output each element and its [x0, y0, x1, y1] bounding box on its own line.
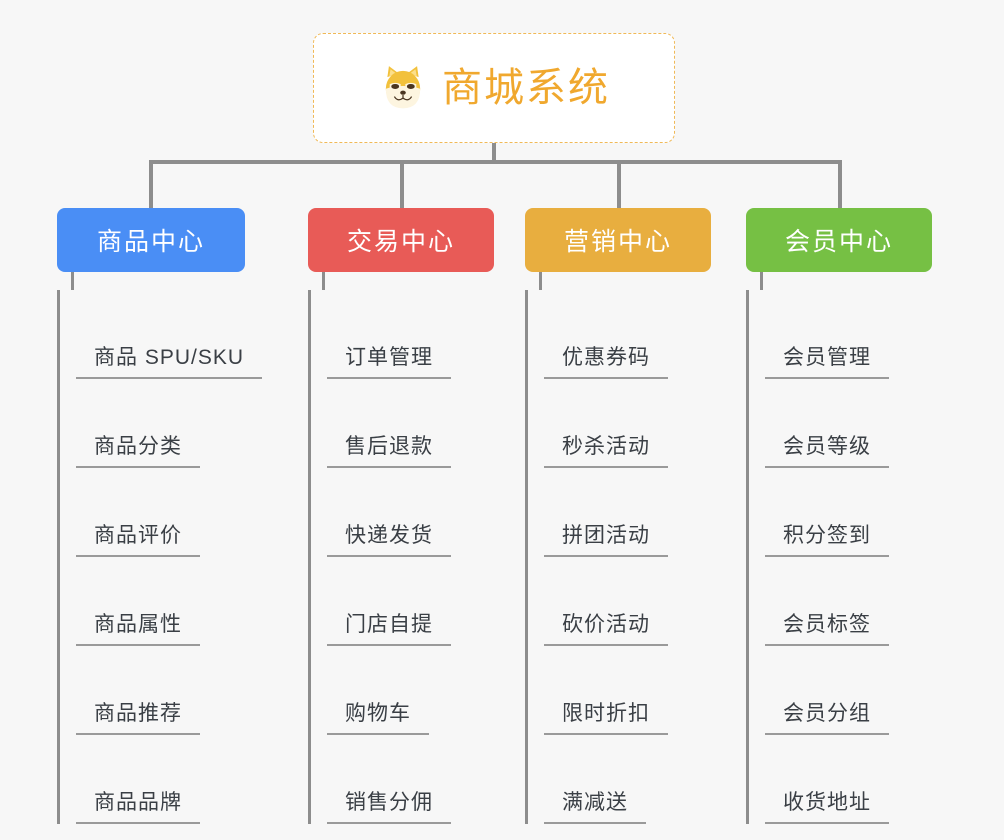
leaf-label: 购物车 [327, 703, 429, 735]
branch-column-2: 交易中心 订单管理 售后退款 快递发货 门店自提 购物车 销售分佣 [308, 208, 494, 824]
list-item[interactable]: 积分签到 [765, 468, 932, 557]
list-item[interactable]: 销售分佣 [327, 735, 494, 824]
leaf-label: 会员管理 [765, 347, 889, 379]
list-item[interactable]: 限时折扣 [544, 646, 711, 735]
category-box-2[interactable]: 交易中心 [308, 208, 494, 272]
branch-column-4: 会员中心 会员管理 会员等级 积分签到 会员标签 会员分组 收货地址 [746, 208, 932, 824]
leaf-label: 会员等级 [765, 436, 889, 468]
list-item[interactable]: 拼团活动 [544, 468, 711, 557]
connector-category-stem-3 [539, 272, 542, 290]
category-label-4: 会员中心 [784, 228, 893, 256]
connector-drop-4 [838, 160, 842, 209]
list-item[interactable]: 商品品牌 [76, 735, 245, 824]
list-item[interactable]: 商品评价 [76, 468, 245, 557]
leaf-label: 砍价活动 [544, 614, 668, 646]
category-box-3[interactable]: 营销中心 [525, 208, 711, 272]
list-item[interactable]: 门店自提 [327, 557, 494, 646]
category-label-1: 商品中心 [96, 228, 205, 256]
list-item[interactable]: 会员等级 [765, 379, 932, 468]
list-item[interactable]: 快递发货 [327, 468, 494, 557]
leaf-label: 商品属性 [76, 614, 200, 646]
list-item[interactable]: 购物车 [327, 646, 494, 735]
connector-category-stem-1 [71, 272, 74, 290]
list-item[interactable]: 商品 SPU/SKU [76, 290, 263, 379]
leaf-label: 订单管理 [327, 347, 451, 379]
branch-column-3: 营销中心 优惠券码 秒杀活动 拼团活动 砍价活动 限时折扣 满减送 [525, 208, 711, 824]
branch-column-1: 商品中心 商品 SPU/SKU 商品分类 商品评价 商品属性 商品推荐 商品品牌 [57, 208, 263, 824]
connector-drop-3 [617, 160, 621, 209]
leaf-label: 会员标签 [765, 614, 889, 646]
leaf-list-1: 商品 SPU/SKU 商品分类 商品评价 商品属性 商品推荐 商品品牌 [57, 290, 263, 824]
category-label-3: 营销中心 [563, 228, 672, 256]
connector-category-stem-4 [760, 272, 763, 290]
list-item[interactable]: 会员管理 [765, 290, 932, 379]
list-item[interactable]: 会员分组 [765, 646, 932, 735]
shiba-dog-icon [385, 66, 421, 109]
leaf-label: 优惠券码 [544, 347, 668, 379]
connector-drop-1 [149, 160, 153, 209]
leaf-label: 限时折扣 [544, 703, 668, 735]
leaf-label: 商品品牌 [76, 792, 200, 824]
connector-root-stem [492, 143, 496, 163]
connector-drop-2 [400, 160, 404, 209]
list-item[interactable]: 商品推荐 [76, 646, 245, 735]
leaf-label: 秒杀活动 [544, 436, 668, 468]
list-item[interactable]: 订单管理 [327, 290, 494, 379]
leaf-list-3: 优惠券码 秒杀活动 拼团活动 砍价活动 限时折扣 满减送 [525, 290, 711, 824]
list-item[interactable]: 商品属性 [76, 557, 245, 646]
leaf-label: 会员分组 [765, 703, 889, 735]
leaf-label: 商品分类 [76, 436, 200, 468]
list-item[interactable]: 满减送 [544, 735, 711, 824]
leaf-list-2: 订单管理 售后退款 快递发货 门店自提 购物车 销售分佣 [308, 290, 494, 824]
leaf-list-4: 会员管理 会员等级 积分签到 会员标签 会员分组 收货地址 [746, 290, 932, 824]
list-item[interactable]: 优惠券码 [544, 290, 711, 379]
list-item[interactable]: 收货地址 [765, 735, 932, 824]
connector-category-stem-2 [322, 272, 325, 290]
root-node[interactable]: 商城系统 [313, 33, 675, 143]
root-title: 商城系统 [442, 66, 610, 110]
leaf-label: 商品 SPU/SKU [76, 347, 263, 379]
list-item[interactable]: 商品分类 [76, 379, 245, 468]
leaf-label: 商品评价 [76, 525, 200, 557]
category-label-2: 交易中心 [346, 228, 455, 256]
leaf-label: 收货地址 [765, 792, 889, 824]
leaf-label: 销售分佣 [327, 792, 451, 824]
leaf-label: 商品推荐 [76, 703, 200, 735]
list-item[interactable]: 砍价活动 [544, 557, 711, 646]
list-item[interactable]: 秒杀活动 [544, 379, 711, 468]
leaf-label: 门店自提 [327, 614, 451, 646]
connector-horizontal-bus [149, 160, 842, 164]
category-box-4[interactable]: 会员中心 [746, 208, 932, 272]
leaf-label: 积分签到 [765, 525, 889, 557]
list-item[interactable]: 会员标签 [765, 557, 932, 646]
leaf-label: 拼团活动 [544, 525, 668, 557]
leaf-label: 满减送 [544, 792, 646, 824]
leaf-label: 售后退款 [327, 436, 451, 468]
leaf-label: 快递发货 [327, 525, 451, 557]
category-box-1[interactable]: 商品中心 [57, 208, 245, 272]
list-item[interactable]: 售后退款 [327, 379, 494, 468]
